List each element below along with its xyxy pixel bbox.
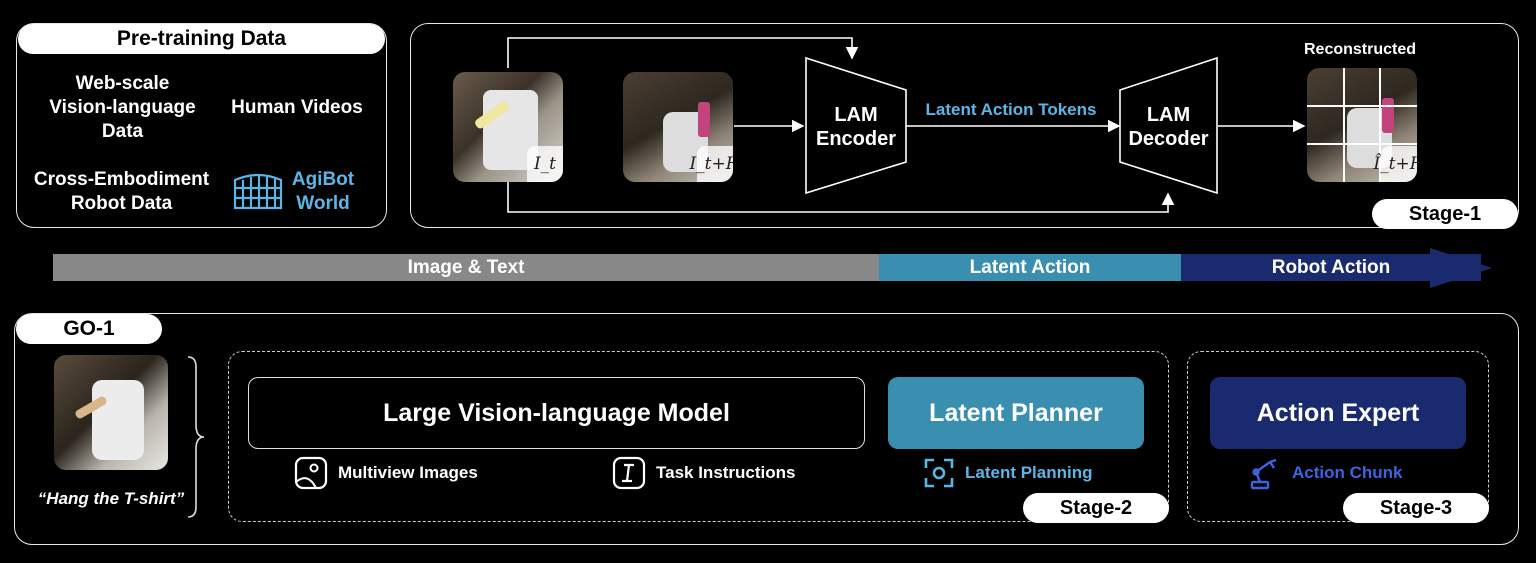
lam-decoder-shape (1119, 56, 1218, 195)
future-frame-image: I_t+H (623, 72, 733, 182)
action-chunk-label: Action Chunk (1292, 463, 1403, 482)
skip-arrow-top (507, 37, 859, 68)
reconstruction-grid (1307, 68, 1417, 182)
multiview-images-item: Multiview Images (294, 456, 478, 490)
image-icon (294, 456, 328, 490)
future-frame-tag: I_t+H (689, 146, 733, 182)
image-text-band: Image & Text (53, 254, 879, 281)
robot-arm-icon (1250, 458, 1277, 490)
latent-planning-label: Latent Planning (965, 463, 1093, 482)
latent-planning-item: Latent Planning (923, 456, 1093, 490)
latent-planner-module: Latent Planner (888, 377, 1144, 449)
stage3-label: Stage-3 (1343, 493, 1489, 523)
pretraining-data-panel (16, 23, 387, 228)
task-instructions-item: Task Instructions (612, 456, 796, 490)
action-chunk-item: Action Chunk (1248, 456, 1403, 490)
human-videos-label: Human Videos (231, 97, 363, 118)
stage3-region (1187, 351, 1489, 522)
reconstructed-frame-image: Î_t+H (1307, 68, 1417, 182)
skip-arrow-bottom (507, 180, 1175, 213)
current-frame-image: I_t (453, 72, 563, 182)
stage2-label: Stage-2 (1023, 493, 1169, 523)
action-expert-module: Action Expert (1210, 377, 1466, 449)
focus-icon (924, 458, 954, 488)
lam-encoder-shape (805, 56, 907, 195)
go1-label: GO-1 (16, 314, 162, 344)
robot-action-arrowhead (1430, 248, 1492, 288)
multiview-images-label: Multiview Images (338, 463, 478, 482)
stage1-label: Stage-1 (1372, 199, 1518, 229)
current-frame-tag: I_t (527, 146, 563, 182)
input-brace (187, 356, 205, 518)
go1-panel (14, 313, 1519, 545)
instruction-text: “Hang the T-shirt” (37, 489, 185, 508)
reconstructed-frame-tag: Î_t+H (1373, 146, 1417, 182)
pretraining-data-title: Pre-training Data (18, 24, 385, 54)
task-instructions-label: Task Instructions (656, 463, 796, 482)
reconstructed-label: Reconstructed (1303, 41, 1417, 58)
stage1-panel (410, 23, 1519, 228)
latent-action-band: Latent Action (879, 254, 1181, 281)
go1-input-image (54, 355, 168, 470)
latent-action-tokens-label: Latent Action Tokens (925, 100, 1097, 119)
vlm-module: Large Vision-language Model (248, 377, 865, 449)
text-cursor-icon (612, 456, 646, 490)
colosseum-icon (233, 173, 283, 210)
stage2-region (228, 351, 1169, 522)
